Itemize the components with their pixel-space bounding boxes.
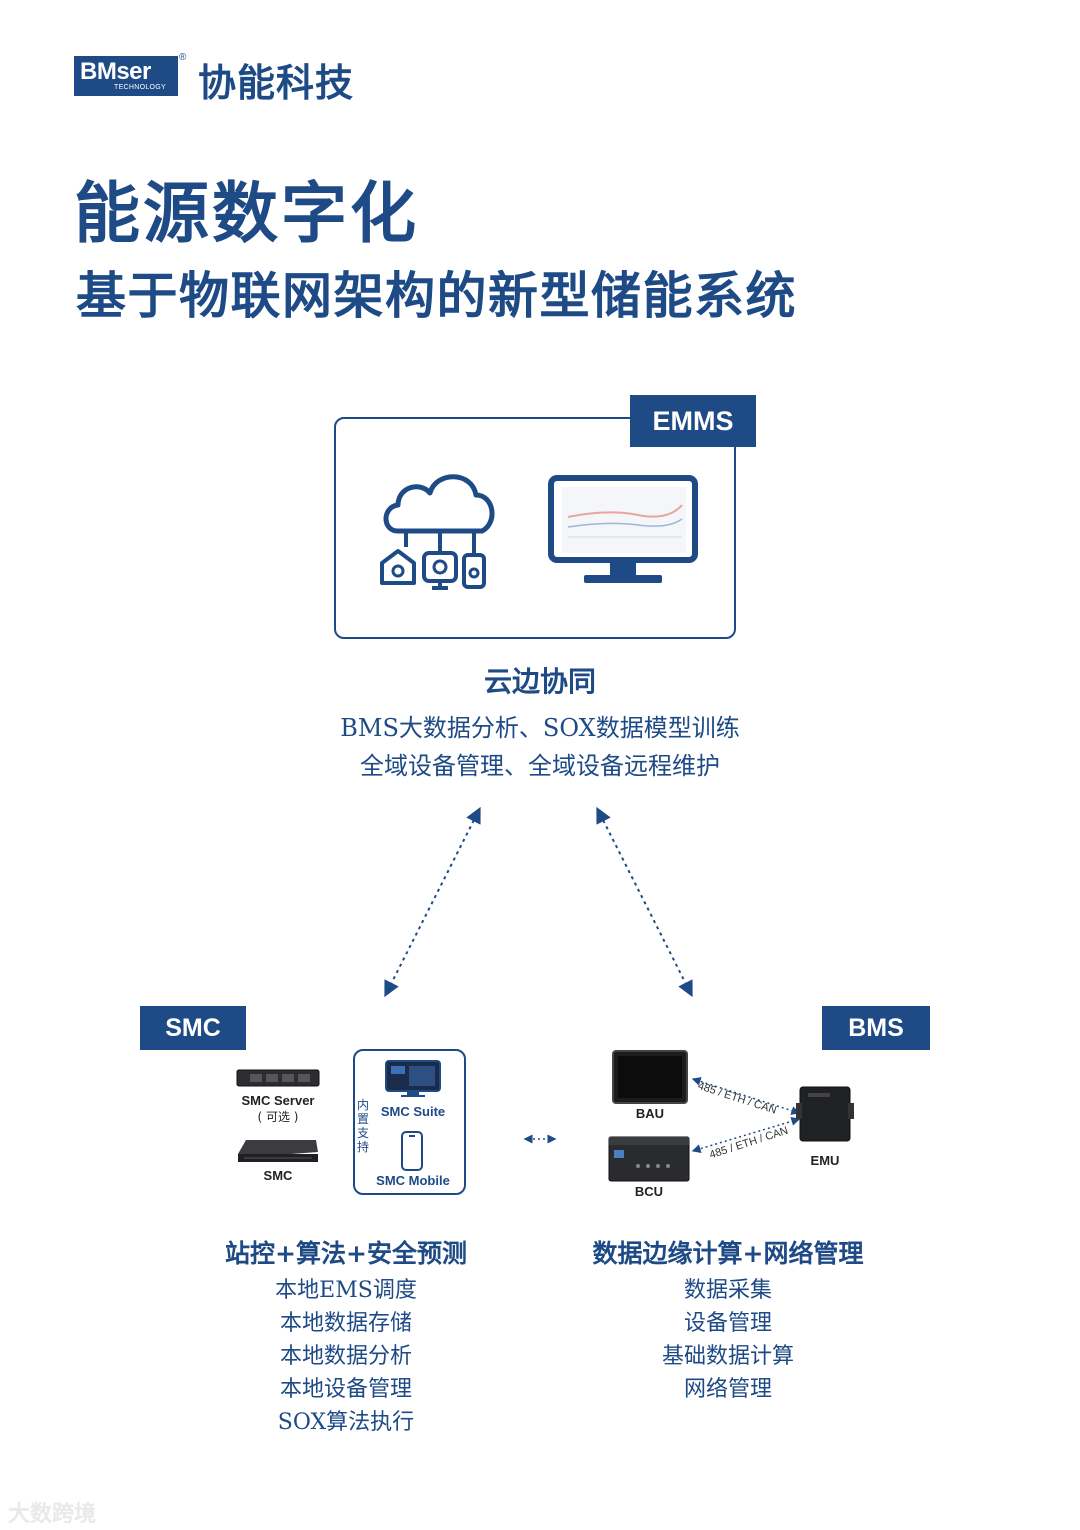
smc-mobile-label: SMC Mobile <box>376 1173 450 1188</box>
smc-label: SMC <box>263 1168 293 1183</box>
bau-device-icon <box>612 1050 688 1104</box>
suite-monitor-icon <box>385 1060 441 1097</box>
page-subtitle: 基于物联网架构的新型储能系统 <box>76 267 797 325</box>
smc-feature-list: 本地EMS调度 本地数据存储 本地数据分析 本地设备管理 SOX算法执行 <box>190 1274 502 1439</box>
arrow-emms-smc <box>384 806 481 998</box>
smc-feature-item: 本地数据存储 <box>279 1311 412 1336</box>
smc-server-label: SMC Server <box>241 1093 315 1108</box>
emms-card <box>334 417 736 639</box>
emu-device-icon <box>796 1086 854 1142</box>
emms-line: BMS大数据分析、SOX数据模型训练 <box>340 714 740 742</box>
bms-feature-item: 设备管理 <box>683 1311 772 1336</box>
bms-feature-item: 数据采集 <box>683 1278 772 1303</box>
smc-suite-label: SMC Suite <box>380 1104 446 1119</box>
logo-text: BMser <box>80 58 151 85</box>
bms-heading: 数据边缘计算+网络管理 <box>592 1239 864 1268</box>
arrow-emms-bms <box>596 806 693 998</box>
server-rack-icon <box>236 1069 320 1087</box>
smc-suite-card <box>353 1049 466 1195</box>
smc-server-note: ( 可选 ) <box>257 1110 299 1124</box>
logo-subtext: TECHNOLOGY <box>114 84 167 91</box>
smc-feature-item: 本地设备管理 <box>279 1377 412 1402</box>
monitor-icon <box>548 475 698 583</box>
watermark: 大数跨境 <box>8 1502 97 1527</box>
smc-tag: SMC <box>140 1006 246 1050</box>
bms-feature-list: 数据采集 设备管理 基础数据计算 网络管理 <box>568 1274 888 1406</box>
bms-tag: BMS <box>822 1006 930 1050</box>
bau-label: BAU <box>635 1106 665 1121</box>
emu-label: EMU <box>810 1153 840 1168</box>
bcu-device-icon <box>608 1136 690 1182</box>
registered-mark: ® <box>179 52 187 63</box>
bms-feature-item: 网络管理 <box>683 1377 772 1402</box>
mobile-phone-icon <box>401 1131 423 1171</box>
emms-heading: 云边协同 <box>483 665 596 698</box>
emms-tag: EMMS <box>630 395 756 447</box>
smc-feature-item: 本地EMS调度 <box>275 1278 417 1303</box>
bcu-label: BCU <box>634 1184 664 1199</box>
builtin-support-label: 内置支持 <box>357 1098 370 1154</box>
company-name: 协能科技 <box>198 60 355 105</box>
smc-feature-item: 本地数据分析 <box>279 1344 412 1369</box>
smc-unit-icon <box>238 1140 318 1162</box>
emms-line: 全域设备管理、全域设备远程维护 <box>360 752 720 780</box>
cloud-devices-icon <box>380 474 495 590</box>
smc-heading: 站控+算法+安全预测 <box>225 1239 467 1268</box>
brand-logo: BMser TECHNOLOGY <box>74 56 178 96</box>
smc-feature-item: SOX算法执行 <box>277 1410 415 1435</box>
page-title: 能源数字化 <box>74 175 419 252</box>
bms-feature-item: 基础数据计算 <box>661 1344 794 1369</box>
